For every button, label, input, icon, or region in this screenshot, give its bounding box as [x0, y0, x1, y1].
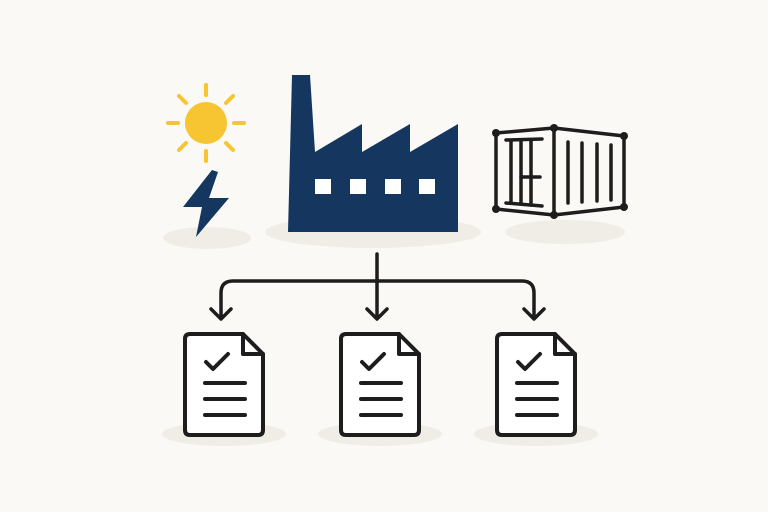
- factory-windows: [315, 179, 435, 194]
- checklist-document-icon: [183, 332, 265, 437]
- sun-icon: [166, 83, 246, 163]
- factory-icon: [288, 75, 458, 232]
- checklist-document-icon: [339, 332, 421, 437]
- shipping-container-icon: [492, 124, 628, 219]
- lightning-bolt-icon: [183, 170, 229, 237]
- checklist-document-icon: [495, 332, 577, 437]
- branch-arrow-icon: [209, 252, 546, 321]
